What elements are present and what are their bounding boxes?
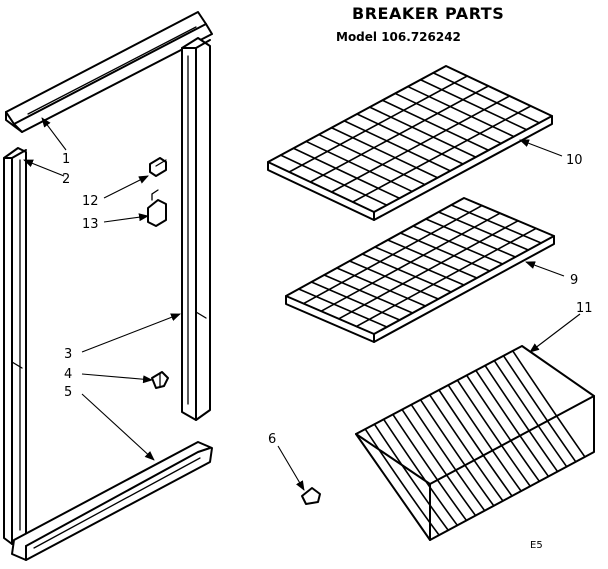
shelf-wire [310, 281, 401, 321]
shelf-wire [412, 225, 504, 265]
basket-wire [364, 428, 440, 536]
bracket-13 [147, 189, 167, 227]
callout-labels: 1 2 12 13 3 4 5 6 10 9 11 E5 [62, 152, 593, 551]
callout-11: 11 [576, 301, 593, 316]
shelf-wire [288, 75, 469, 173]
clip-12 [149, 157, 167, 177]
shelf-wire [432, 72, 541, 124]
callout-5: 5 [64, 385, 72, 400]
basket-wire [410, 403, 486, 512]
basket-wire [392, 413, 468, 522]
basket-wire [438, 389, 513, 497]
basket-wire [373, 423, 450, 532]
model-number: Model 106.726242 [336, 30, 461, 44]
shelf-wire [361, 253, 452, 293]
shelf-wire [419, 78, 528, 131]
diagram-title: BREAKER PARTS [352, 4, 504, 23]
shelf-wire [399, 232, 491, 272]
basket-wire [511, 350, 586, 458]
left-vertical-breaker [3, 147, 27, 545]
callout-4: 4 [64, 367, 72, 382]
shelf-wire [336, 267, 427, 307]
shelf-wire [381, 99, 490, 152]
shelf-wire [343, 120, 452, 172]
shelf-wire [318, 133, 426, 186]
top-breaker-strip [5, 11, 213, 133]
callout-3: 3 [64, 347, 72, 362]
basket-wire [419, 398, 495, 507]
fastener-6 [301, 487, 321, 505]
screw-4 [151, 371, 169, 389]
shelf-wire [394, 92, 502, 145]
shelf-wire [450, 204, 542, 244]
shelf-wire [374, 246, 465, 286]
bottom-breaker-strip [11, 441, 213, 561]
basket-wire [484, 364, 559, 473]
shelf-wire [355, 227, 537, 328]
callout-6: 6 [268, 432, 276, 447]
shelf-wire [309, 85, 490, 183]
shelf-wire [330, 126, 439, 179]
shelf-wire [407, 85, 515, 138]
callout-12: 12 [82, 194, 99, 209]
basket-wire [401, 408, 477, 517]
shelf-wire [297, 288, 388, 328]
shelf-wire [386, 239, 478, 279]
shelf-wire [437, 211, 530, 251]
callout-1: 1 [62, 152, 70, 167]
shelf-wire [292, 147, 401, 200]
basket-wire [447, 384, 522, 492]
callout-2: 2 [62, 172, 70, 187]
shelf-wire [337, 220, 519, 320]
basket-wire [428, 394, 504, 502]
shelf-wire [348, 260, 440, 300]
basket-wire [382, 418, 459, 527]
wire-basket [355, 345, 595, 541]
shelf-wire [368, 106, 477, 158]
basket-wire [456, 379, 532, 488]
callout-13: 13 [82, 217, 99, 232]
shelf-wire [305, 140, 413, 193]
shelf-wire [279, 154, 388, 206]
basket-wire [502, 354, 577, 463]
shelf-wire [302, 204, 483, 305]
shelf-wire [320, 212, 501, 313]
upper-shelf [267, 65, 553, 221]
middle-shelf [285, 197, 555, 343]
shelf-wire [356, 113, 464, 165]
basket-wire [475, 369, 550, 478]
shelf-wire [323, 274, 414, 314]
shelf-wire [330, 95, 511, 193]
callout-10: 10 [566, 153, 583, 168]
basket-wire [493, 359, 568, 468]
shelf-wire [351, 105, 532, 203]
shelf-wire [425, 218, 517, 258]
right-vertical-breaker [181, 37, 211, 421]
corner-code: E5 [530, 540, 543, 551]
basket-wire [465, 374, 541, 483]
leader-lines [23, 117, 581, 491]
callout-9: 9 [570, 273, 578, 288]
